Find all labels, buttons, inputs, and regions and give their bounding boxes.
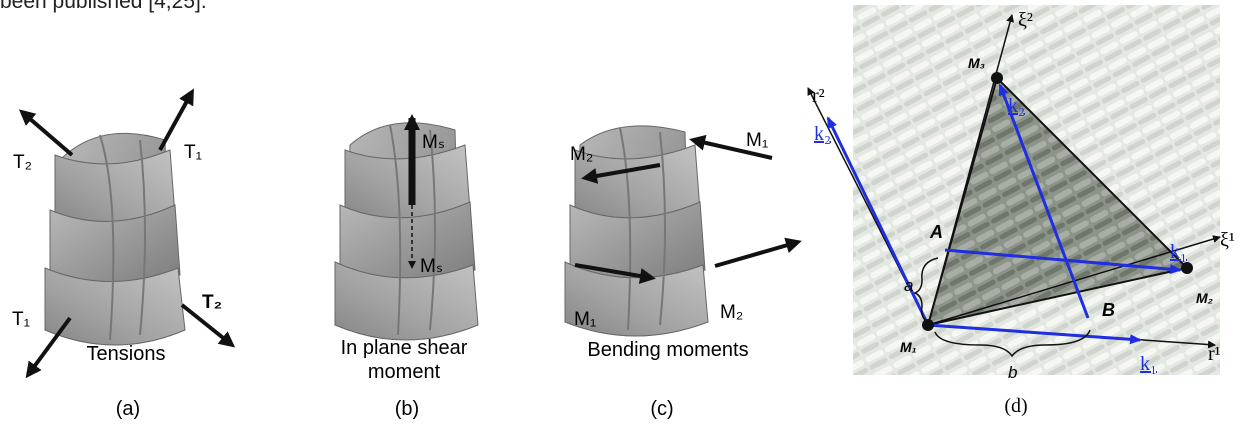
point-m2 (1181, 262, 1193, 274)
label-m2-top: M₂ (570, 144, 593, 165)
triangle-outline (926, 76, 1189, 327)
panel-b: Mₛ Mₛ In plane shear moment (b) (334, 114, 479, 420)
label-k2-r: k₂ (814, 123, 831, 145)
label-t2-bottom: T₂ (202, 292, 222, 313)
label-m1-bottom: M₁ (574, 309, 596, 330)
panel-a: T₂ T₁ T₁ T₂ Tensions (a) (12, 88, 236, 420)
label-c: (c) (650, 398, 673, 420)
label-axis-r1: r¹ (1208, 343, 1221, 365)
tension-arrow-t2-bottom (180, 303, 236, 348)
tension-arrow-t1-bottom (25, 316, 72, 379)
brace-a (913, 257, 939, 323)
bending-arrow-m2-top (581, 163, 661, 184)
caption-b-line1: In plane shear (341, 337, 468, 359)
label-axis-xi1: ξ¹ (1220, 229, 1235, 251)
vector-k1-r (927, 323, 1142, 345)
label-ms-bottom: Mₛ (420, 256, 443, 277)
axis-xi2 (927, 14, 1015, 326)
panel-d: M₃ M₂ M₁ A B a b k₂ k₁ k₂ k₁ r¹ r² ξ² ξ¹… (807, 5, 1235, 417)
label-k2-xi: k₂ (1008, 95, 1025, 117)
label-m3: M₃ (968, 55, 985, 71)
bending-arrow-m2-bottom (714, 237, 802, 268)
label-axis-r2: r² (812, 85, 825, 107)
point-m1 (922, 319, 934, 331)
woven-cell-b (334, 122, 479, 341)
label-t2-top: T₂ (13, 152, 32, 173)
triangle-element (928, 78, 1187, 325)
bending-arrow-m1-top (689, 134, 773, 160)
caption-a: Tensions (87, 343, 166, 365)
label-m2-bottom: M₂ (720, 302, 743, 323)
vector-k2-r (826, 116, 930, 326)
caption-c: Bending moments (587, 339, 748, 361)
label-point-b: B (1102, 300, 1115, 320)
label-m2: M₂ (1196, 290, 1213, 306)
woven-cell-a (44, 132, 186, 346)
label-m1-top: M₁ (746, 130, 768, 151)
label-a: (a) (116, 398, 140, 420)
bending-arrow-m1-bottom (574, 263, 656, 284)
label-m1: M₁ (900, 339, 917, 355)
label-k1-r: k₁ (1140, 353, 1157, 375)
header-text-fragment: been published [4,25]. (0, 0, 207, 13)
point-m3 (991, 72, 1003, 84)
vector-k2-xi (998, 83, 1090, 319)
brace-b (934, 329, 1091, 358)
label-dim-b: b (1008, 363, 1017, 382)
label-t1-top: T₁ (184, 142, 202, 163)
label-t1-bottom: T₁ (12, 309, 30, 330)
tension-arrow-t2-top (18, 109, 74, 157)
panel-c: M₂ M₁ M₁ M₂ Bending moments (c) (564, 125, 802, 420)
label-b: (b) (395, 398, 419, 420)
label-point-a: A (929, 222, 943, 242)
caption-b-line2: moment (368, 361, 441, 383)
vector-k1-xi (944, 248, 1182, 275)
label-dim-a: a (904, 276, 913, 295)
tension-arrow-t1-top (158, 88, 194, 151)
label-k1-xi: k₁ (1170, 241, 1187, 263)
label-ms-top: Mₛ (422, 132, 445, 153)
label-axis-xi2: ξ² (1018, 9, 1033, 31)
label-d: (d) (1004, 395, 1027, 417)
